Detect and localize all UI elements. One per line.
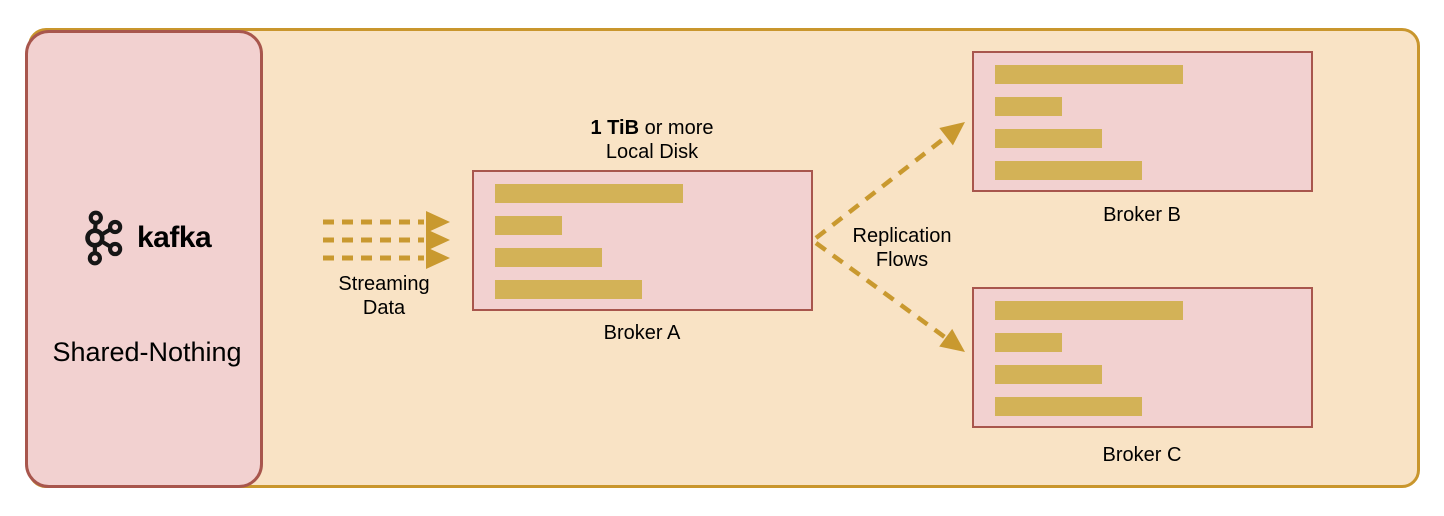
log-segment-bar — [995, 129, 1102, 148]
log-segment-bar — [995, 365, 1102, 384]
kafka-logo: kafka — [82, 209, 212, 267]
log-segment-bar — [995, 333, 1062, 352]
disk-size-note: 1 TiB or more Local Disk — [512, 116, 792, 164]
log-segment-bar — [995, 65, 1183, 84]
log-segment-bar — [995, 161, 1142, 180]
disk-size-line1: 1 TiB or more — [512, 116, 792, 140]
disk-size-emphasis: 1 TiB — [590, 117, 640, 139]
broker-c-box — [972, 287, 1313, 428]
replication-flows-label: Replication Flows — [852, 225, 952, 271]
broker-b-box — [972, 51, 1313, 192]
log-segment-bar — [495, 184, 683, 203]
log-segment-bar — [995, 301, 1183, 320]
disk-size-line2: Local Disk — [605, 141, 699, 163]
shared-nothing-title: Shared-Nothing — [52, 337, 242, 367]
log-segment-bar — [995, 397, 1142, 416]
broker-c-label: Broker C — [1102, 444, 1182, 466]
kafka-logo-icon — [85, 210, 123, 266]
log-segment-bar — [495, 280, 642, 299]
kafka-wordmark: kafka — [137, 221, 212, 254]
disk-size-suffix: or more — [639, 117, 714, 139]
log-segment-bar — [995, 97, 1062, 116]
broker-a-box — [472, 170, 813, 311]
log-segment-bar — [495, 248, 602, 267]
kafka-panel: kafka Shared-Nothing — [25, 30, 263, 488]
broker-a-label: Broker A — [603, 322, 681, 344]
log-segment-bar — [495, 216, 562, 235]
broker-b-label: Broker B — [1103, 204, 1181, 226]
streaming-data-label: Streaming Data — [338, 273, 430, 319]
